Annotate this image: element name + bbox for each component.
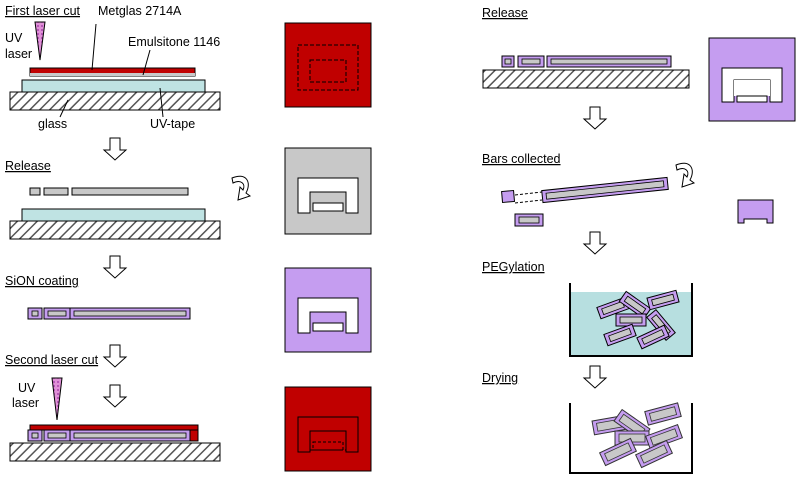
uv-laser-label-second: UV xyxy=(18,381,36,395)
bar-top-view xyxy=(737,199,774,224)
uv-tape-layer xyxy=(21,79,206,93)
step-sion-coating: SiON coating xyxy=(5,274,191,368)
dried-bars xyxy=(591,402,684,469)
top-view-release xyxy=(284,147,372,235)
step-title-bars-collected: Bars collected xyxy=(482,152,561,166)
down-arrow-icon xyxy=(102,137,128,161)
uv-laser-label-second-2: laser xyxy=(12,396,39,410)
glass-label: glass xyxy=(38,117,67,131)
glass-substrate xyxy=(9,91,221,111)
step-title-sion: SiON coating xyxy=(5,274,79,288)
laser-beam-icon xyxy=(51,377,63,421)
down-arrow-icon xyxy=(102,255,128,279)
uv-laser-label: UV xyxy=(5,31,23,45)
uv-laser-label-2: laser xyxy=(5,47,32,61)
step-title-pegylation: PEGylation xyxy=(482,260,545,274)
step-release-right: Release xyxy=(482,6,690,130)
step-title-first-laser-cut: First laser cut xyxy=(5,4,81,18)
down-arrow-icon xyxy=(582,106,608,130)
uv-tape-label: UV-tape xyxy=(150,117,195,131)
step-drying: Drying xyxy=(482,371,693,474)
top-view-first-cut xyxy=(284,22,372,108)
step-pegylation: PEGylation xyxy=(482,260,693,389)
container xyxy=(569,403,693,474)
glass-leader xyxy=(59,99,69,118)
container xyxy=(569,283,693,357)
step-first-laser-cut: First laser cut UV laser Metglas 2714A E… xyxy=(5,4,221,161)
step-title-release: Release xyxy=(5,159,51,173)
down-arrow-icon xyxy=(582,231,608,255)
emulsitone-leader xyxy=(142,49,151,76)
emulsitone-label: Emulsitone 1146 xyxy=(128,35,220,49)
rotate-arrow-icon xyxy=(231,175,252,201)
step-bars-collected: Bars collected xyxy=(482,152,774,255)
top-view-second-cut xyxy=(284,386,372,472)
rotate-arrow-icon xyxy=(675,162,696,188)
step-title-second-cut: Second laser cut xyxy=(5,353,99,367)
emulsitone-layer xyxy=(30,73,195,76)
top-view-sion xyxy=(284,267,372,353)
metglas-label: Metglas 2714A xyxy=(98,4,182,18)
down-arrow-icon xyxy=(582,365,608,389)
step-second-laser-cut: Second laser cut UV laser xyxy=(5,353,221,462)
step-release: Release xyxy=(5,159,252,279)
step-title-drying: Drying xyxy=(482,371,518,385)
top-view-release-right xyxy=(708,37,796,122)
down-arrow-icon xyxy=(102,344,128,368)
step-title-release-right: Release xyxy=(482,6,528,20)
laser-beam-icon xyxy=(34,21,46,61)
uv-tape-leader xyxy=(159,87,164,118)
metglas-leader xyxy=(91,23,97,71)
down-arrow-icon xyxy=(102,384,128,408)
bars-in-solution xyxy=(596,289,680,350)
